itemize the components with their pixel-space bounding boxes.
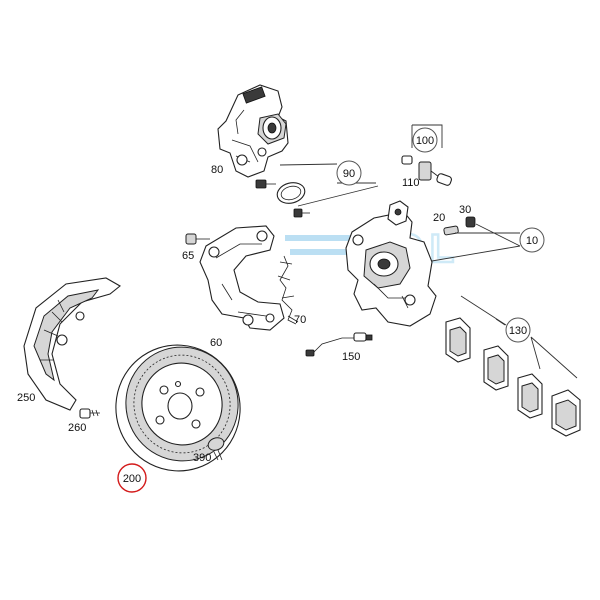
leader-10	[425, 223, 521, 263]
part-screw-80	[255, 179, 276, 189]
callout-10[interactable]	[519, 227, 545, 253]
part-250-shield[interactable]	[23, 277, 121, 411]
part-20-bolt[interactable]	[443, 225, 459, 236]
part-110-bleeder[interactable]	[401, 155, 452, 186]
callout-130[interactable]	[505, 317, 531, 343]
label-65: 65	[182, 250, 194, 262]
part-130-pad-1[interactable]	[445, 317, 471, 363]
leader-100	[411, 124, 443, 148]
label-80: 80	[211, 164, 223, 176]
callout-100[interactable]	[412, 127, 438, 153]
label-30: 30	[459, 204, 471, 216]
part-65-bolt[interactable]	[185, 233, 210, 245]
leader-130	[460, 295, 578, 379]
part-150-sensor[interactable]	[305, 332, 373, 357]
label-10: 10	[526, 235, 538, 247]
label-60: 60	[210, 337, 222, 349]
label-260: 260	[68, 422, 86, 434]
label-110: 110	[402, 177, 420, 189]
part-60-bracket[interactable]	[199, 225, 285, 331]
callout-200[interactable]	[117, 463, 147, 493]
part-70-clip[interactable]	[277, 255, 299, 325]
part-260-screw[interactable]	[79, 408, 100, 419]
part-10-caliper[interactable]	[345, 200, 437, 327]
label-150: 150	[342, 351, 360, 363]
label-70: 70	[294, 314, 306, 326]
part-390-screw[interactable]	[206, 436, 225, 461]
part-130-pad-2[interactable]	[483, 345, 509, 391]
label-250: 250	[17, 392, 35, 404]
part-30-cap[interactable]	[465, 216, 476, 228]
label-390: 390	[193, 452, 211, 464]
part-130-pad-4[interactable]	[551, 389, 581, 437]
part-90-oring[interactable]	[275, 180, 307, 207]
part-130-pad-3[interactable]	[517, 373, 543, 419]
label-130: 130	[509, 325, 527, 337]
label-20: 20	[433, 212, 445, 224]
part-screw-90	[293, 208, 310, 218]
label-100: 100	[416, 135, 434, 147]
part-80-actuator[interactable]	[217, 84, 289, 178]
label-90: 90	[343, 168, 355, 180]
label-200: 200	[123, 473, 141, 485]
callout-90[interactable]	[336, 160, 362, 186]
part-200-disc[interactable]	[100, 329, 257, 487]
